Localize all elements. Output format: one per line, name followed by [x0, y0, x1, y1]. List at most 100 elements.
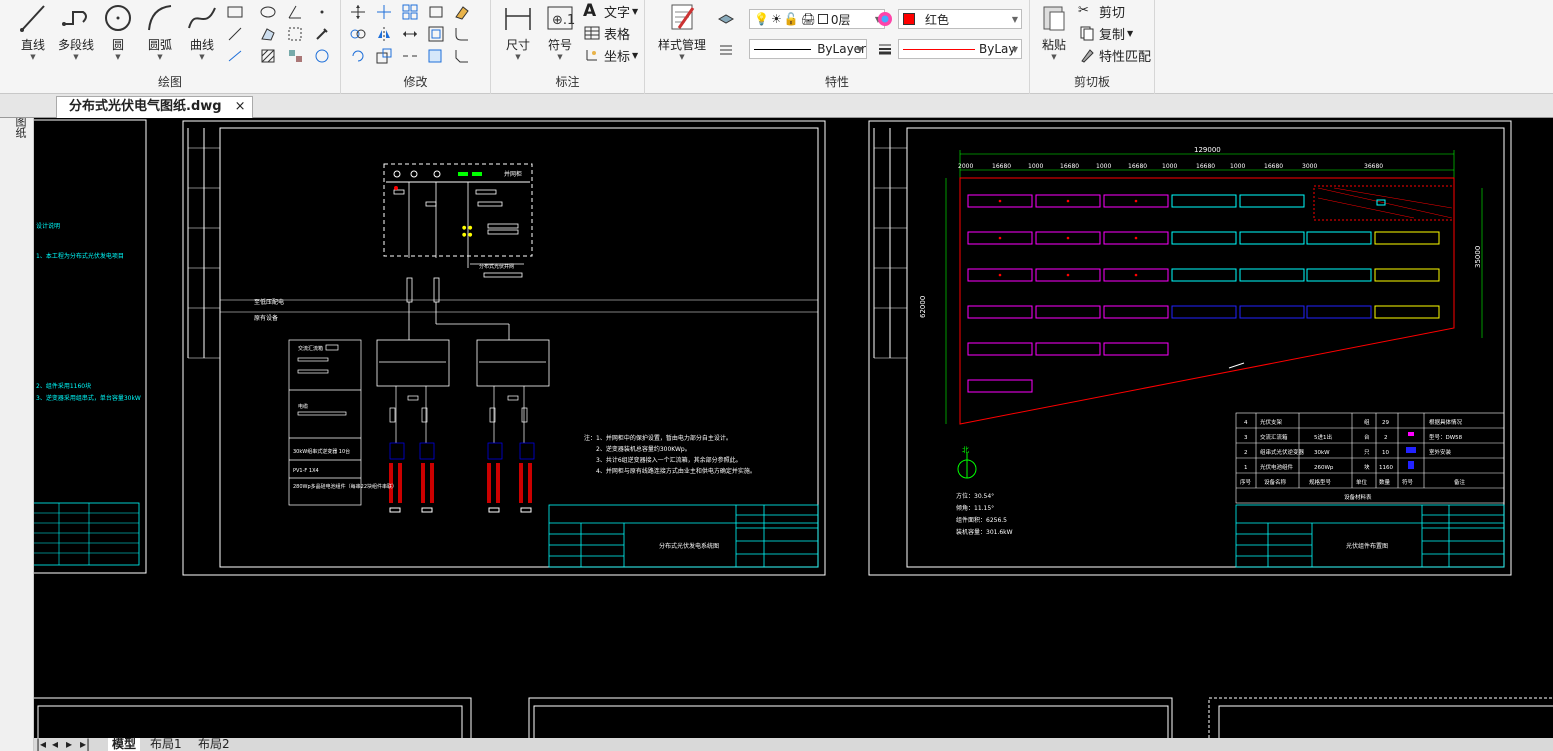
sun-icon: ☀ [770, 12, 782, 26]
erase-icon[interactable] [453, 3, 471, 21]
color-wheel-icon[interactable] [876, 10, 894, 28]
svg-text:数量: 数量 [1379, 478, 1391, 486]
region-icon[interactable] [259, 25, 277, 43]
properties-panel: 样式管理 ▼ 💡 ☀ 🔓 🖨 0层 ▼ 红色 ▼ ByLayer ▼ By [645, 0, 1030, 94]
dimension-tool-button[interactable]: 尺寸 ▼ [496, 2, 540, 64]
spline-icon [188, 7, 216, 29]
move-icon[interactable] [349, 3, 367, 21]
ellipse-icon[interactable] [259, 3, 277, 21]
linetype-dropdown[interactable]: ByLayer ▼ [749, 39, 867, 59]
match-layer-icon[interactable] [717, 40, 735, 58]
svg-text:块: 块 [1364, 463, 1370, 471]
pick-icon[interactable] [313, 25, 331, 43]
lineweight-dropdown[interactable]: ByLay ▼ [898, 39, 1022, 59]
hatch-icon[interactable] [259, 47, 277, 65]
style-manager-button[interactable]: 样式管理 ▼ [653, 2, 711, 64]
chevron-down-icon[interactable]: ▼ [557, 53, 563, 61]
tab-layout2[interactable]: 布局2 [198, 737, 230, 751]
tab-layout1[interactable]: 布局1 [150, 737, 182, 751]
line-tool-button[interactable]: 直线 ▼ [11, 2, 55, 64]
plan-drawing-title: 光伏组件布置图 [1346, 542, 1388, 550]
copy-button[interactable]: 复制▼ [1078, 23, 1133, 43]
coordinate-icon [586, 50, 597, 61]
electrical-sheet: 并网柜 ● ●● ● 分布式光伏并网 至低压配电 原有设备 [182, 120, 826, 576]
tab-model[interactable]: 模型 [108, 738, 141, 751]
color-dropdown[interactable]: 红色 ▼ [898, 9, 1022, 29]
legend-item: 280Wp多晶硅电池组件（每串22块组件串联） [293, 483, 397, 490]
drawing-canvas[interactable]: 设计说明 1、本工程为分布式光伏发电项目 2、组件采用1160块 3、逆变器采用… [34, 118, 1553, 738]
table-tool-button[interactable]: 表格 [583, 23, 630, 43]
site-info: 方位：30.54° 倾角：11.15° 组件面积：6256.5 装机容量：301… [956, 492, 1013, 536]
chevron-down-icon[interactable]: ▼ [30, 53, 36, 61]
cut-button[interactable]: ✂ 剪切 [1078, 1, 1125, 21]
rectangle-icon[interactable] [226, 3, 244, 21]
text-icon: A [583, 1, 597, 21]
array-icon[interactable] [401, 3, 419, 21]
xline-icon[interactable] [226, 25, 244, 43]
chevron-down-icon[interactable]: ▼ [1051, 53, 1057, 61]
svg-text:● ●: ● ● [462, 225, 473, 231]
circle-tool-button[interactable]: 圆 ▼ [96, 2, 140, 64]
arc-tool-button[interactable]: 圆弧 ▼ [138, 2, 182, 64]
layer-color-swatch [817, 14, 828, 24]
text-tool-button[interactable]: A 文字▼ [583, 1, 639, 21]
svg-text:⊕.1: ⊕.1 [552, 13, 575, 28]
boundary-icon[interactable] [286, 25, 304, 43]
legend-item: 电缆 [298, 403, 308, 410]
north-arrow-label: 北 [962, 446, 969, 454]
chevron-down-icon[interactable]: ▼ [73, 53, 79, 61]
copy-object-icon[interactable] [349, 25, 367, 43]
chevron-down-icon[interactable]: ▼ [157, 53, 163, 61]
angle-icon[interactable] [286, 3, 304, 21]
ray-icon[interactable] [226, 47, 244, 65]
rotate-icon[interactable] [349, 47, 367, 65]
next-layout-icon[interactable]: ▸ [66, 737, 73, 751]
chamfer-icon[interactable] [453, 47, 471, 65]
stretch-icon[interactable] [401, 25, 419, 43]
trim-icon[interactable] [375, 3, 393, 21]
style-manager-label: 样式管理 [657, 38, 706, 52]
svg-text:1000: 1000 [1162, 163, 1177, 170]
mirror-icon[interactable] [375, 25, 393, 43]
point-icon[interactable] [313, 3, 331, 21]
chevron-down-icon[interactable]: ▼ [515, 53, 521, 61]
paste-button[interactable]: 粘贴 ▼ [1032, 2, 1076, 64]
match-properties-button[interactable]: 特性匹配 [1078, 45, 1151, 65]
svg-text:型号：DW58: 型号：DW58 [1429, 433, 1463, 441]
break-icon[interactable] [401, 47, 419, 65]
coordinate-tool-button[interactable]: 坐标▼ [583, 45, 638, 65]
last-layout-icon[interactable]: ▸| [80, 737, 91, 751]
equipment-table [1235, 412, 1505, 504]
scale-icon[interactable] [375, 47, 393, 65]
string-branch-right [487, 386, 535, 460]
ribbon-toolbar: 直线 ▼ 多段线 ▼ 圆 ▼ 圆弧 ▼ 曲线 ▼ [0, 0, 1553, 94]
chevron-down-icon[interactable]: ▼ [115, 53, 121, 61]
join-icon[interactable] [427, 47, 445, 65]
electrical-title-block [548, 504, 819, 568]
drawings-panel-label[interactable]: 图纸 [14, 116, 27, 138]
first-layout-icon[interactable]: |◂ [36, 737, 47, 751]
spline-tool-button[interactable]: 曲线 ▼ [180, 2, 224, 64]
chevron-down-icon[interactable]: ▼ [199, 53, 205, 61]
equipment-table-title: 设备材料表 [1344, 493, 1372, 501]
block-icon[interactable] [286, 47, 304, 65]
offset-icon[interactable] [427, 25, 445, 43]
left-side-panel: 图纸 [0, 94, 34, 751]
close-icon[interactable]: × [234, 99, 246, 114]
layer-dropdown[interactable]: 💡 ☀ 🔓 🖨 0层 ▼ [749, 9, 885, 29]
layer-manager-icon[interactable] [717, 10, 735, 28]
document-tab[interactable]: 分布式光伏电气图纸.dwg × [56, 96, 253, 118]
brush-icon [1081, 49, 1094, 63]
symbol-tool-button[interactable]: ⊕.1 符号 ▼ [538, 2, 582, 64]
svg-text:1000: 1000 [1096, 163, 1111, 170]
document-tab-label: 分布式光伏电气图纸.dwg [69, 99, 222, 114]
polyline-tool-button[interactable]: 多段线 ▼ [53, 2, 99, 64]
fillet-icon[interactable] [453, 25, 471, 43]
chevron-down-icon[interactable]: ▼ [679, 53, 685, 61]
lineweight-icon[interactable] [876, 40, 894, 58]
prev-layout-icon[interactable]: ◂ [52, 737, 59, 751]
revcloud-icon[interactable] [313, 47, 331, 65]
explode-icon[interactable] [427, 3, 445, 21]
dimension-label: 尺寸 [505, 38, 530, 52]
